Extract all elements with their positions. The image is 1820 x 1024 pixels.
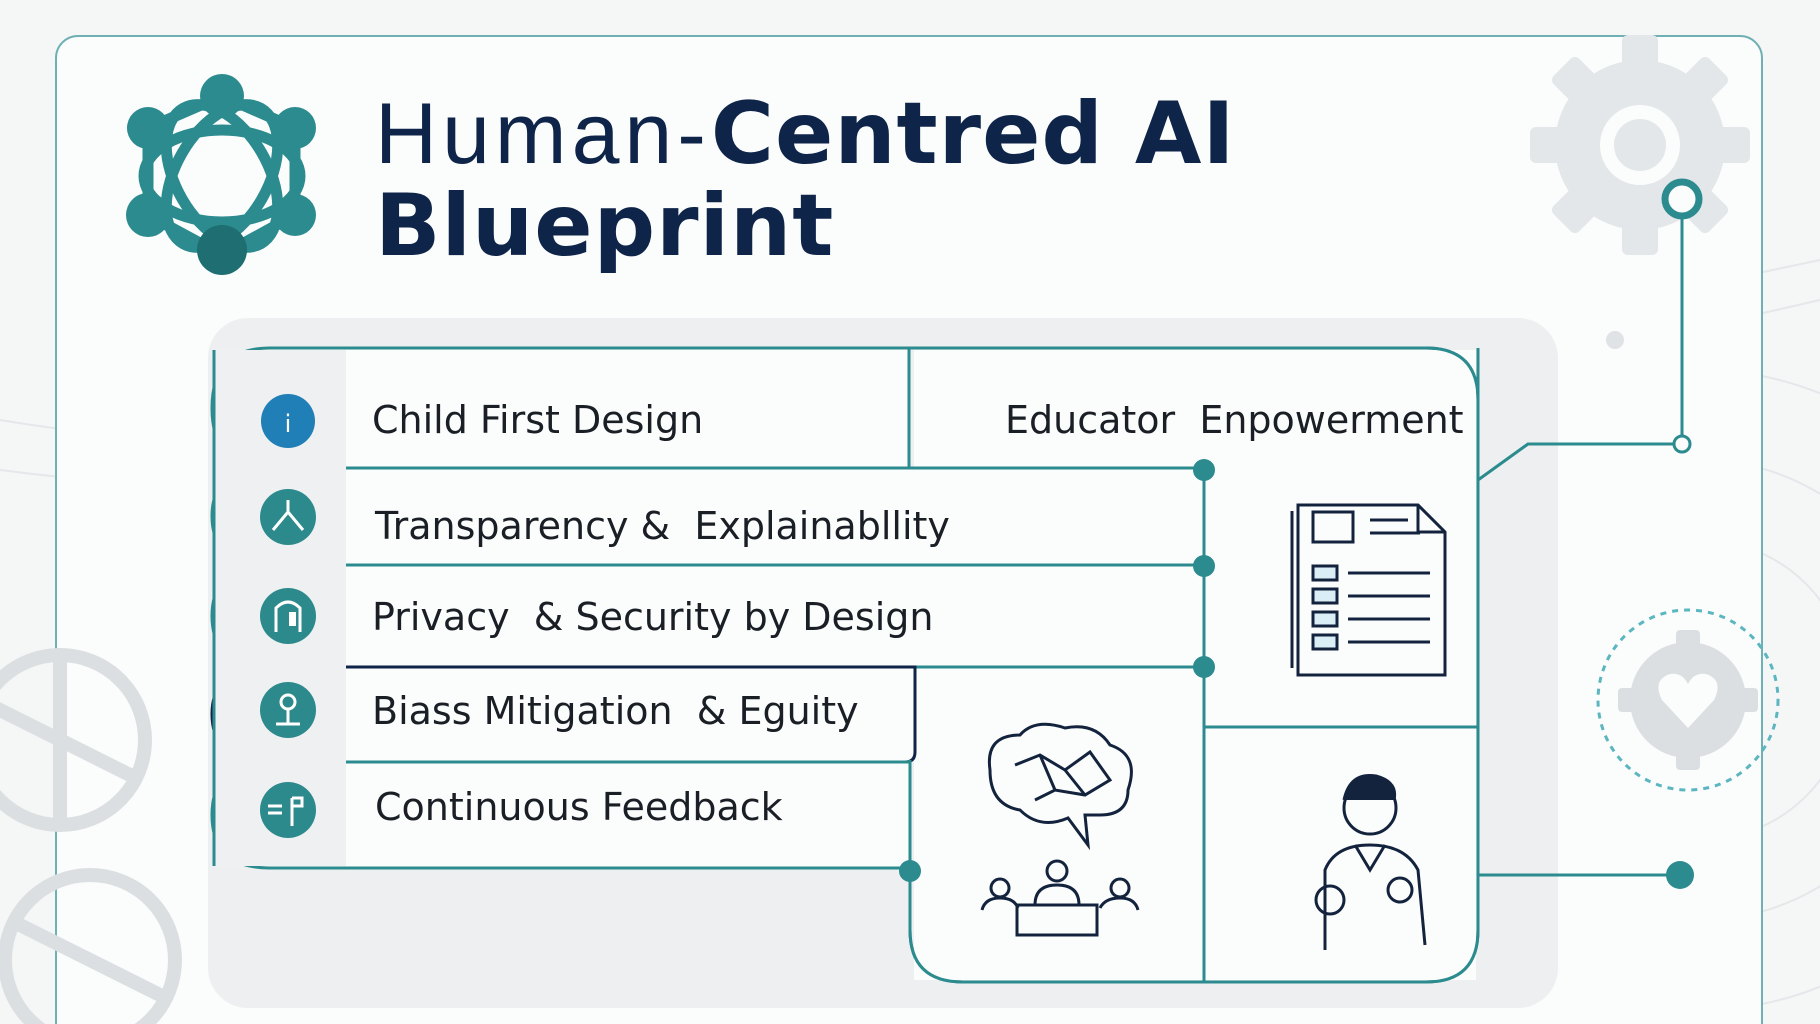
document-checklist-icon — [1290, 503, 1447, 677]
child-icon: i — [261, 394, 315, 448]
brain-network-icon — [987, 722, 1133, 851]
principle-label-privacy: Privacy & Security by Design — [372, 595, 934, 639]
principle-label-child-first: Child First Design — [372, 398, 704, 442]
connectors — [899, 178, 1703, 889]
people-meeting-icon — [980, 859, 1140, 937]
educator-person-icon — [1314, 774, 1427, 950]
svg-text:i: i — [285, 410, 292, 438]
principle-label-transparency: Transparency & Explainabllity — [375, 504, 950, 548]
principle-label-bias: Biass Mitigation & Eguity — [372, 689, 859, 733]
balance-icon — [260, 682, 316, 738]
transparency-icon — [260, 489, 316, 545]
principle-label-feedback: Continuous Feedback — [375, 785, 783, 829]
gear-icon — [1530, 35, 1750, 255]
lock-icon — [260, 588, 316, 644]
principle-rows — [210, 346, 1206, 870]
decor-dot — [1606, 331, 1624, 349]
network-logo-icon — [126, 74, 316, 275]
title-line-1: Human-Centred AI — [375, 88, 1235, 180]
page-title: Human-Centred AI Blueprint — [375, 88, 1235, 272]
board-outline — [908, 346, 1480, 984]
title-light: Human- — [375, 86, 711, 182]
feedback-icon — [260, 782, 316, 838]
heart-gear-icon — [1596, 608, 1780, 792]
title-line-2: Blueprint — [375, 176, 835, 276]
title-bold: Centred AI — [710, 84, 1236, 184]
educator-empowerment-label: Educator Enpowerment — [1005, 398, 1464, 442]
